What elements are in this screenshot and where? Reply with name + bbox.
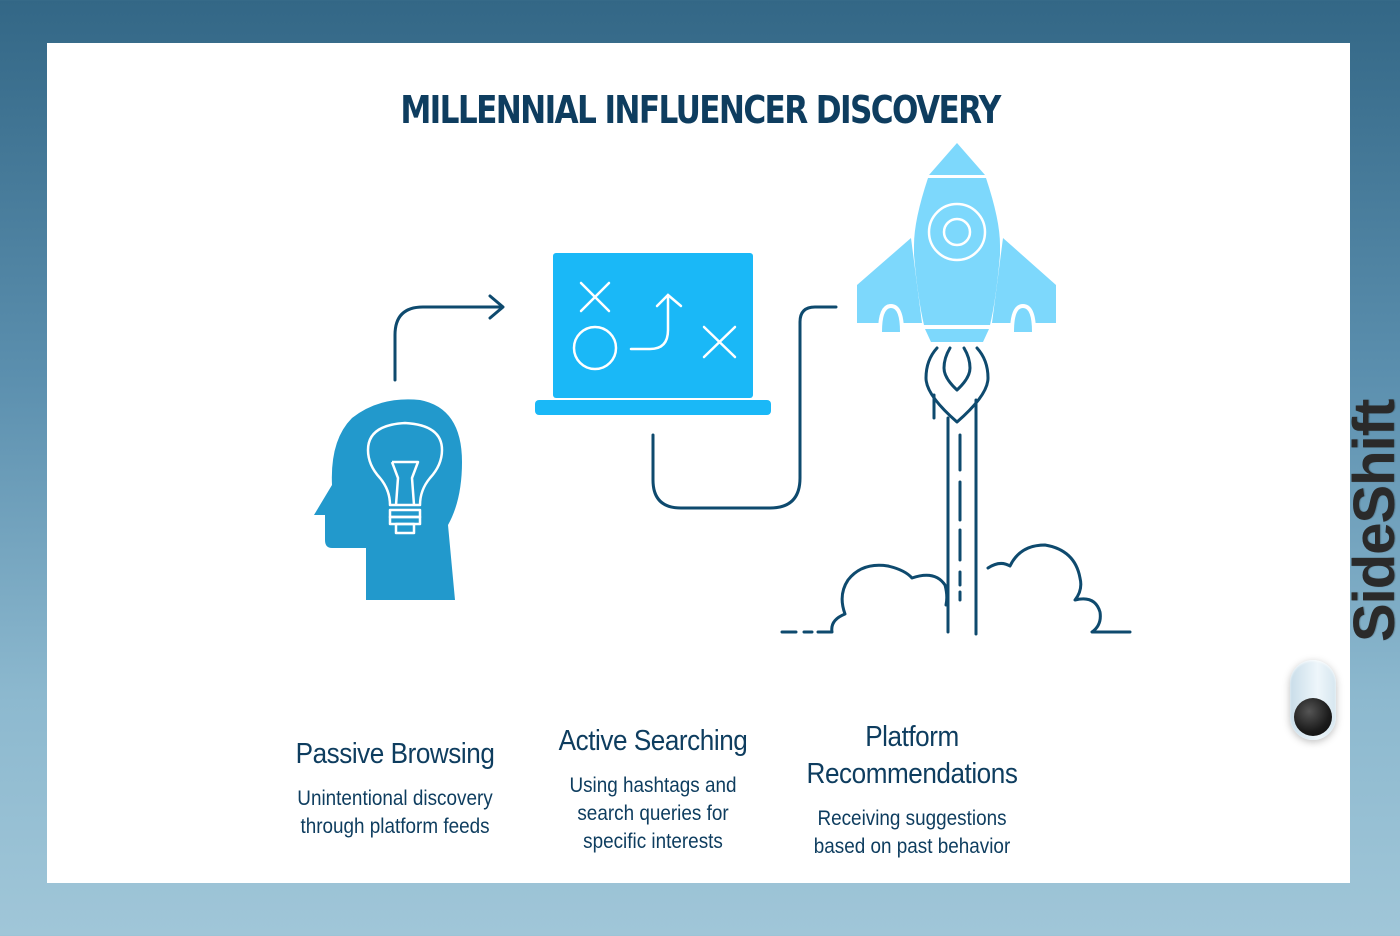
- page-title: MILLENNIAL INFLUENCER DISCOVERY: [400, 88, 1001, 132]
- stage-description: Unintentional discovery through platform…: [281, 785, 510, 841]
- stage-active-searching: Active Searching Using hashtags and sear…: [528, 723, 778, 856]
- stage-platform-recommendations: Platform Recommendations Receiving sugge…: [778, 719, 1046, 861]
- toggle-switch[interactable]: [1290, 660, 1336, 740]
- heading-line: Platform: [865, 721, 959, 753]
- brand-logo-text: SideShift: [1342, 399, 1400, 642]
- connector-arrow-1: [393, 294, 505, 382]
- stage-heading: Passive Browsing: [295, 738, 495, 770]
- description-line: specific interests: [583, 830, 723, 853]
- stage-heading: Active Searching: [558, 725, 748, 757]
- diagram-card: [47, 43, 1350, 883]
- description-line: through platform feeds: [300, 815, 490, 838]
- head-lightbulb-icon: [314, 399, 462, 600]
- rocket-launch-icon: [780, 143, 1132, 636]
- stage-heading: Platform Recommendations: [791, 719, 1032, 793]
- connector-line-2: [651, 305, 838, 510]
- heading-line: Recommendations: [806, 758, 1018, 790]
- laptop-strategy-icon: [535, 253, 771, 415]
- description-line: based on past behavior: [813, 835, 1011, 858]
- toggle-knob[interactable]: [1294, 698, 1332, 736]
- description-line: Unintentional discovery: [297, 787, 493, 810]
- stage-description: Receiving suggestions based on past beha…: [791, 805, 1032, 861]
- description-line: Receiving suggestions: [817, 807, 1007, 830]
- description-line: search queries for: [577, 802, 729, 825]
- description-line: Using hashtags and: [569, 774, 737, 797]
- stage-description: Using hashtags and search queries for sp…: [541, 772, 766, 856]
- stage-passive-browsing: Passive Browsing Unintentional discovery…: [268, 736, 522, 841]
